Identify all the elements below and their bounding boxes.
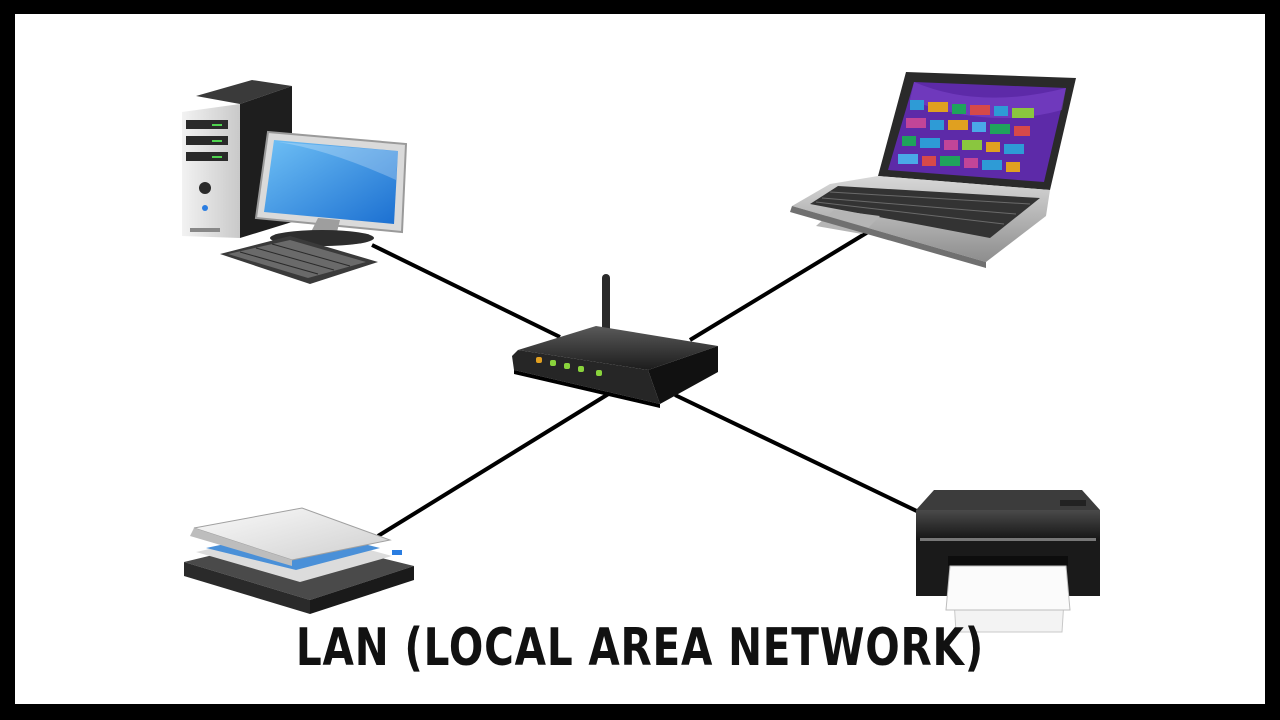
laptop-icon [790, 72, 1076, 268]
link-router-laptop [688, 230, 870, 342]
wireless-router-icon [512, 274, 718, 408]
link-router-scanner [376, 391, 612, 538]
link-router-printer [674, 393, 926, 517]
diagram-caption: LAN (LOCAL AREA NETWORK) [295, 618, 985, 678]
flatbed-scanner-icon [184, 507, 414, 614]
printer-icon [916, 490, 1100, 633]
network-links [371, 230, 926, 538]
link-router-desktop [371, 243, 561, 339]
desktop-computer-icon [182, 80, 408, 284]
